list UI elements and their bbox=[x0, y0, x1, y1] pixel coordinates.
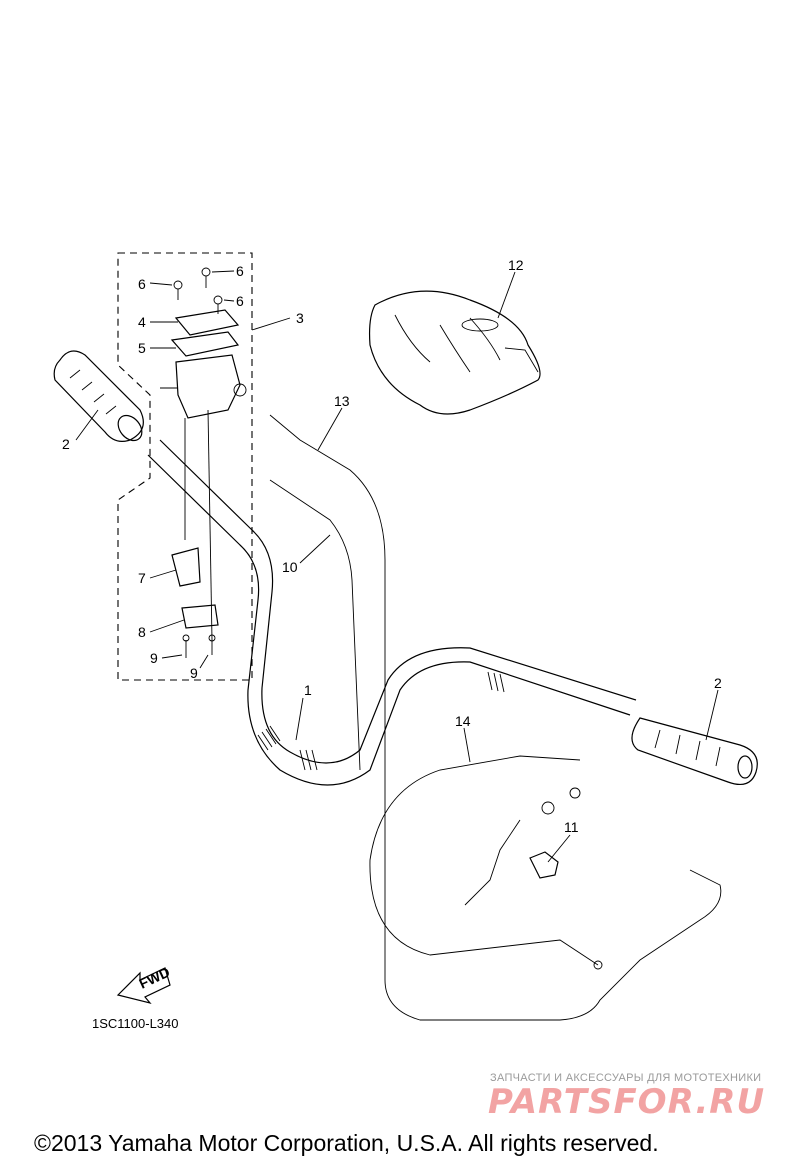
callout-2-left: 2 bbox=[62, 436, 70, 452]
left-grip bbox=[53, 350, 144, 442]
handlebar-cover bbox=[368, 290, 541, 415]
handle-clamp bbox=[171, 547, 219, 658]
callout-7: 7 bbox=[138, 570, 146, 586]
callout-3: 3 bbox=[296, 310, 304, 326]
callout-11: 11 bbox=[564, 819, 579, 835]
callout-9-a: 9 bbox=[150, 650, 158, 666]
callout-10: 10 bbox=[282, 559, 298, 575]
callout-9-b: 9 bbox=[190, 665, 198, 681]
callout-labels: 1 2 2 3 4 5 6 6 6 7 8 9 9 10 11 12 13 14 bbox=[62, 257, 722, 835]
cables bbox=[269, 414, 722, 1021]
callout-4: 4 bbox=[138, 314, 146, 330]
cable-guide bbox=[529, 851, 559, 879]
callout-14: 14 bbox=[455, 713, 471, 729]
callout-8: 8 bbox=[138, 624, 146, 640]
callout-13: 13 bbox=[334, 393, 350, 409]
watermark-tagline: ЗАПЧАСТИ И АКСЕССУАРЫ ДЛЯ МОТОТЕХНИКИ bbox=[490, 1072, 762, 1084]
callout-1: 1 bbox=[304, 682, 312, 698]
forward-arrow-icon bbox=[116, 967, 171, 1005]
watermark-logo: PARTSFOR.RU bbox=[488, 1082, 766, 1122]
handlebar bbox=[147, 439, 637, 786]
callout-6-b: 6 bbox=[236, 263, 244, 279]
callout-5: 5 bbox=[138, 340, 146, 356]
right-grip bbox=[631, 717, 758, 785]
throttle-housing bbox=[160, 267, 247, 641]
callout-6-a: 6 bbox=[138, 276, 146, 292]
callout-6-c: 6 bbox=[236, 293, 244, 309]
callout-12: 12 bbox=[508, 257, 524, 273]
copyright-notice: ©2013 Yamaha Motor Corporation, U.S.A. A… bbox=[34, 1130, 659, 1156]
leader-lines bbox=[75, 270, 719, 863]
fwd-label: FWD bbox=[137, 964, 173, 992]
diagram-code: 1SC1100-L340 bbox=[92, 1016, 179, 1031]
throttle-assembly-outline bbox=[117, 252, 253, 681]
callout-2-right: 2 bbox=[714, 675, 722, 691]
